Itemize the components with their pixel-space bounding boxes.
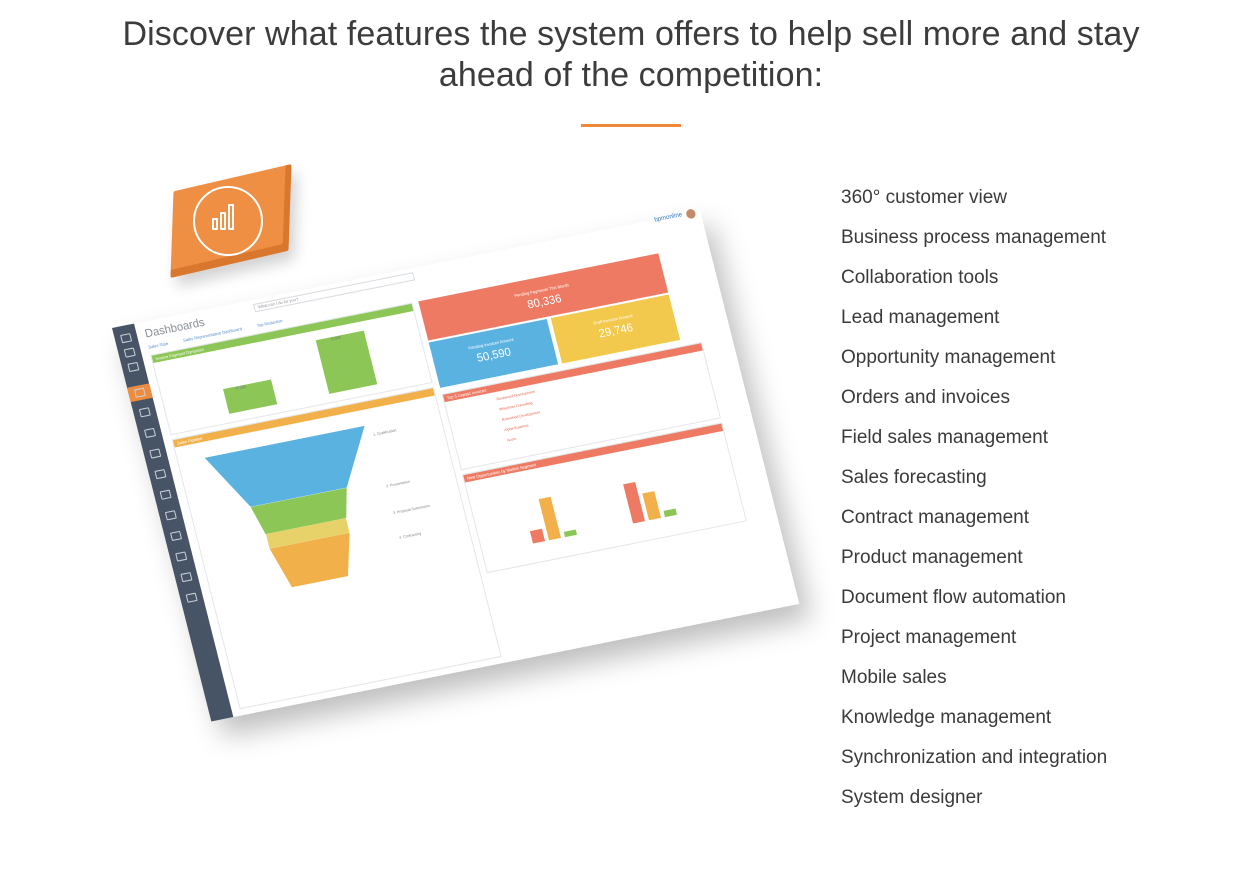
book-icon	[185, 592, 198, 603]
dashboard-screen: Dashboards Sales Rate Sales Representati…	[112, 207, 800, 722]
opp-bar-4	[623, 481, 646, 524]
bar-chart-icon	[193, 186, 263, 256]
contact-icon	[149, 448, 162, 459]
tab-sales-rate: Sales Rate	[147, 340, 169, 350]
stage-label-3: 3. Proposal Submission	[392, 503, 431, 516]
invoice-bar-1	[223, 379, 278, 414]
invoice-row-3: Rosewood Development	[501, 410, 541, 422]
inbox-icon	[138, 407, 151, 418]
feature-item: Contract management	[841, 507, 1029, 528]
stage-label-1: 1. Qualification	[372, 428, 397, 437]
feature-item: Mobile sales	[841, 667, 947, 688]
feature-item: Opportunity management	[841, 347, 1056, 368]
feature-item: System designer	[841, 787, 983, 808]
flag-icon	[154, 469, 167, 480]
opp-bar-3	[563, 529, 578, 538]
globe-icon	[164, 510, 177, 521]
feature-item: Document flow automation	[841, 587, 1066, 608]
feature-item: Synchronization and integration	[841, 747, 1108, 768]
feature-item: Field sales management	[841, 427, 1048, 448]
opp-bar-1	[529, 528, 546, 544]
brand-logo: bpmonline	[653, 211, 684, 224]
feature-item: Project management	[841, 627, 1017, 648]
invoice-row-5: Acorn	[506, 436, 517, 443]
tab-top-reduction: Top Reduction	[256, 317, 284, 329]
feature-item: 360° customer view	[841, 187, 1007, 208]
invoice-row-1: Rosewood Development	[496, 389, 536, 402]
invoice-row-4: Alpha Business	[503, 423, 530, 433]
invoice-panel-title: Invoice Payment Dynamics	[151, 303, 414, 363]
document-icon	[170, 530, 183, 542]
dashboard-illustration: Dashboards Sales Rate Sales Representati…	[112, 164, 747, 722]
stage-label-4: 4. Contracting	[398, 531, 422, 540]
avatar	[683, 207, 698, 221]
building-icon	[144, 427, 157, 439]
feature-item: Collaboration tools	[841, 267, 999, 288]
cart-icon	[159, 489, 172, 500]
invoice-row-2: Wheelster Consulting	[498, 400, 534, 412]
opp-bar-5	[642, 491, 662, 521]
feature-item: Product management	[841, 547, 1023, 568]
folder-icon	[123, 347, 136, 358]
feature-list: 360° customer view Business process mana…	[841, 178, 1107, 818]
feature-item: Orders and invoices	[841, 387, 1010, 408]
feature-item: Business process management	[841, 227, 1107, 248]
headline-line-2: ahead of the competition:	[438, 56, 824, 94]
page-headline: Discover what features the system offers…	[0, 14, 1255, 96]
accent-divider	[581, 124, 681, 127]
invoice-bar-2	[315, 330, 378, 394]
feature-item: Lead management	[841, 307, 1000, 328]
menu-icon	[120, 333, 133, 344]
feature-item: Knowledge management	[841, 707, 1052, 728]
box-icon	[175, 551, 188, 562]
opp-bar-6	[663, 508, 678, 518]
bar-chart-icon-bars	[212, 200, 242, 230]
headline-line-1: Discover what features the system offers…	[122, 15, 1140, 53]
report-icon	[180, 572, 193, 583]
feature-item: Sales forecasting	[841, 467, 987, 488]
stage-label-2: 2. Presentation	[385, 479, 411, 489]
list-icon	[127, 361, 140, 373]
